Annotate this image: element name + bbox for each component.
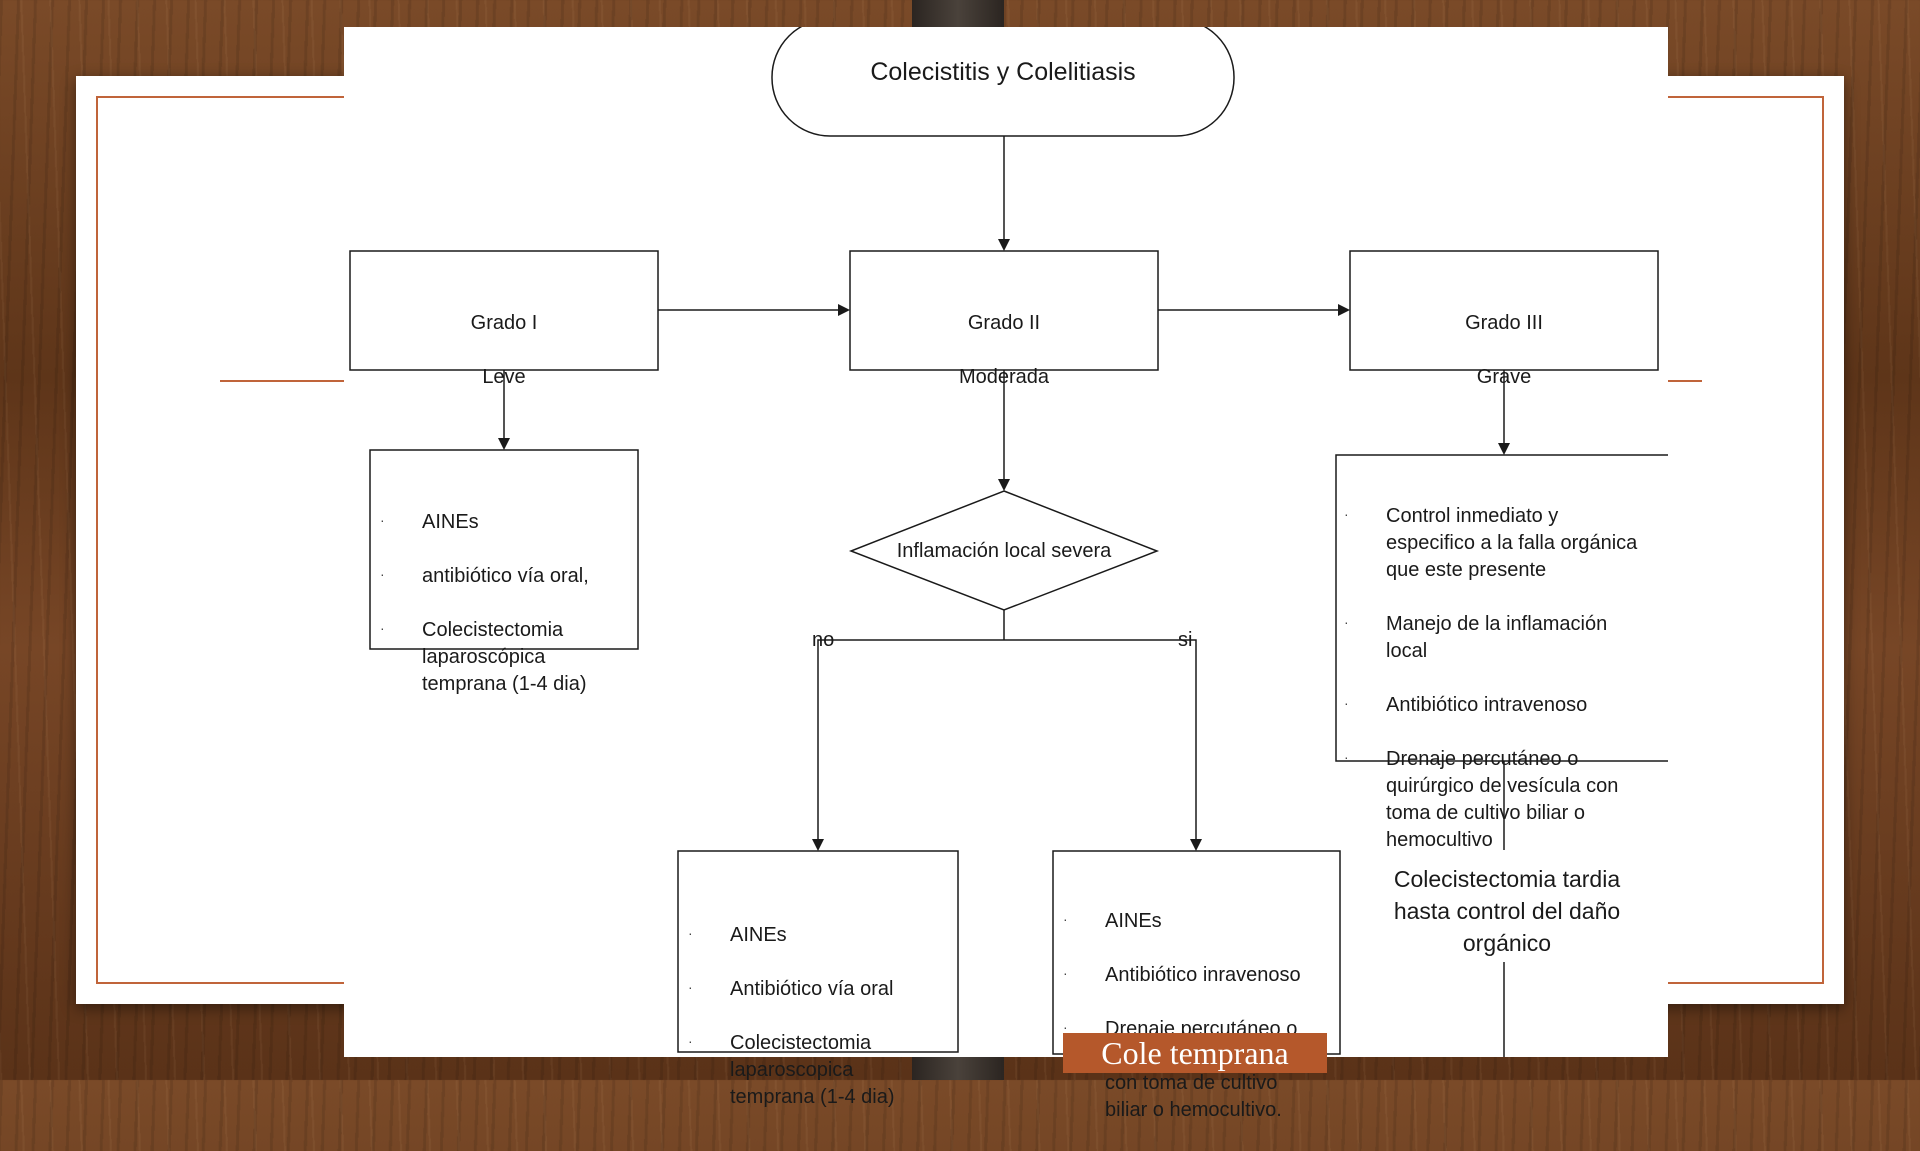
late-surgery-label: Colecistectomia tardia hasta control del… (1362, 863, 1652, 959)
grade2-line2: Moderada (958, 366, 1050, 388)
list-item: AINEs (1059, 906, 1339, 935)
grade1-treatment-box (369, 449, 639, 650)
grade3-box (1349, 250, 1659, 371)
grade1-line2: Leve (482, 366, 526, 388)
list-item: AINEs (684, 920, 954, 949)
grade1-label: Grado I Leve (350, 283, 658, 418)
list-item: antibiótico vía oral, (376, 561, 636, 590)
grade3-treatment-list: Control inmediato y especifico a la fall… (1340, 476, 1670, 881)
branch-no-label: no (812, 629, 835, 651)
list-item: Antibiótico vía oral (684, 974, 954, 1003)
grade2-box (849, 250, 1159, 371)
grade1-treatment-list: AINEs antibiótico vía oral, Colecistecto… (376, 482, 636, 725)
list-item: Antibiótico inravenoso (1059, 960, 1339, 989)
grade3-line2: Grave (1476, 366, 1532, 388)
decision-label: Inflamación local severa (896, 540, 1112, 562)
list-item: Control inmediato y especifico a la fall… (1340, 501, 1670, 584)
flowchart-panel: Colecistitis y Colelitiasis Grado I Leve… (344, 27, 1670, 1121)
list-item: AINEs (376, 507, 636, 536)
yes-treatment-list: AINEs Antibiótico inravenoso Drenaje per… (1059, 881, 1339, 1151)
grade3-label: Grado III Grave (1350, 283, 1658, 418)
grade1-line1: Grado I (470, 312, 538, 334)
list-item: Antibiótico intravenoso (1340, 690, 1670, 719)
list-item: Colecistectomia laparoscopica temprana (… (684, 1028, 954, 1111)
list-item: Drenaje percutáneo o quirúrgico de vesíc… (1340, 744, 1670, 854)
branch-yes-label: si (1178, 629, 1193, 651)
list-item: Manejo de la inflamación local (1340, 609, 1670, 665)
grade3-line1: Grado III (1465, 312, 1543, 334)
list-item: Colecistectomia laparoscópica temprana (… (376, 615, 636, 698)
start-terminal-shape (771, 27, 1235, 137)
connector-no-branch (812, 639, 834, 851)
no-treatment-box (677, 850, 959, 1053)
grade2-line1: Grado II (967, 312, 1041, 334)
caption-badge: Cole temprana (1063, 1033, 1327, 1073)
no-treatment-list: AINEs Antibiótico vía oral Colecistectom… (684, 895, 954, 1138)
connector-yes-branch (1174, 639, 1202, 851)
grade2-label: Grado II Moderada (850, 283, 1158, 418)
start-terminal-label: Colecistitis y Colelitiasis (870, 58, 1136, 86)
